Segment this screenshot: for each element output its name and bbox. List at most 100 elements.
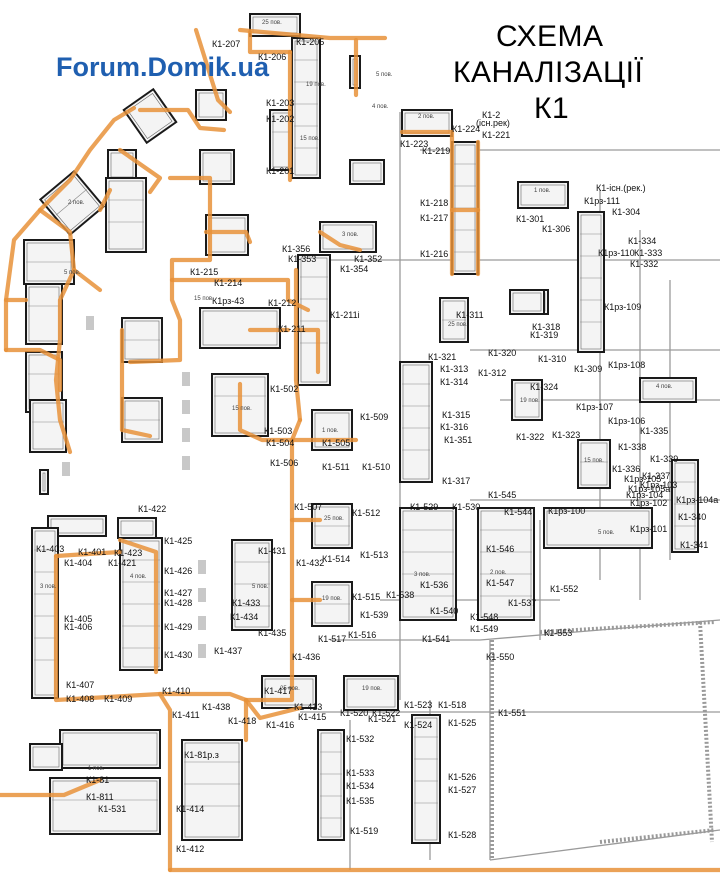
manhole-labels: К1-207К1-206К1-205К1-203К1-202К1-201К1-2… bbox=[36, 20, 718, 854]
building bbox=[311, 503, 353, 549]
sewer-line bbox=[293, 267, 303, 423]
building-storey-label: 25 пов. bbox=[280, 686, 300, 692]
building bbox=[517, 181, 569, 209]
manhole-label: К1рз-101 bbox=[630, 524, 667, 534]
building-inner bbox=[580, 214, 602, 350]
building-inner bbox=[108, 180, 144, 250]
building-inner bbox=[674, 462, 696, 550]
manhole-label: К1-223 bbox=[400, 139, 428, 149]
manhole-label: К1-548 bbox=[470, 612, 498, 622]
building-outline bbox=[509, 289, 545, 315]
manhole-label: К1-518 bbox=[438, 700, 466, 710]
manhole-label: К1-520 bbox=[340, 708, 368, 718]
building-storey-label: 1 пов. bbox=[322, 428, 339, 434]
manhole-label: К1-413 bbox=[294, 702, 322, 712]
manhole-label: К1-407 bbox=[66, 680, 94, 690]
parking-mark bbox=[198, 644, 206, 658]
building-outline bbox=[399, 361, 433, 483]
manhole-label: К1-321 bbox=[428, 352, 456, 362]
sewer-line bbox=[157, 691, 249, 703]
manhole-label: К1-553 bbox=[544, 628, 572, 638]
manhole-label: К1-549 bbox=[470, 624, 498, 634]
sewer-line bbox=[3, 105, 137, 353]
manhole-label: К1-527 bbox=[448, 785, 476, 795]
building-outline bbox=[349, 159, 385, 185]
building-section bbox=[55, 189, 87, 216]
manhole-label: К1-332 bbox=[630, 259, 658, 269]
building-outline bbox=[297, 254, 331, 386]
building-outline bbox=[511, 379, 543, 421]
manhole-label: К1рз-104 bbox=[626, 490, 663, 500]
manhole-label: К1-432 bbox=[296, 558, 324, 568]
manhole-label: К1-526 bbox=[448, 772, 476, 782]
sewer-line bbox=[203, 229, 253, 245]
building bbox=[317, 729, 345, 841]
building-storey-label: 15 пов. bbox=[232, 406, 252, 412]
building-outline bbox=[639, 377, 697, 403]
building-storey-label: 15 пов. bbox=[300, 136, 320, 142]
building bbox=[39, 469, 49, 495]
manhole-label: К1-414 bbox=[176, 804, 204, 814]
building-inner bbox=[127, 93, 173, 139]
building-inner bbox=[120, 520, 154, 536]
building bbox=[639, 377, 697, 403]
manhole-label: К1-218 bbox=[420, 198, 448, 208]
manhole-label: К1-540 bbox=[430, 606, 458, 616]
building-storey-label: 15 пов. bbox=[584, 458, 604, 464]
building-outline bbox=[205, 214, 249, 256]
existing-collector bbox=[698, 621, 714, 843]
manhole-label: К1-811 bbox=[86, 792, 114, 802]
manhole-label: К1-550 bbox=[486, 652, 514, 662]
manhole-label: К1-523 bbox=[404, 700, 432, 710]
manhole-label: К1-544 bbox=[504, 507, 532, 517]
manhole-label: К1-510 bbox=[362, 462, 390, 472]
manhole-label: К1-207 bbox=[212, 39, 240, 49]
building bbox=[105, 177, 147, 253]
sewer-line bbox=[0, 777, 103, 798]
building-outline bbox=[343, 675, 399, 711]
building-inner bbox=[42, 472, 46, 492]
building bbox=[205, 214, 249, 256]
manhole-label: К1-312 bbox=[478, 368, 506, 378]
manhole-label: К1рз-107 bbox=[576, 402, 613, 412]
manhole-label: К1-206 bbox=[258, 52, 286, 62]
building-outline bbox=[577, 211, 605, 353]
sewer-line bbox=[127, 277, 183, 365]
manhole-label: К1-340 bbox=[678, 512, 706, 522]
sewer-line bbox=[399, 129, 455, 277]
sewer-line bbox=[247, 29, 293, 55]
manhole-label: К1-301 bbox=[516, 214, 544, 224]
building bbox=[399, 507, 457, 621]
building-storey-label: 2 пов. bbox=[490, 570, 507, 576]
manhole-label: К1-545 bbox=[488, 490, 516, 500]
building-outline bbox=[29, 743, 63, 771]
manhole-label: К1-429 bbox=[164, 622, 192, 632]
building bbox=[439, 297, 469, 343]
manhole-label: К1-411 bbox=[172, 710, 200, 720]
building-storey-label: 3 пов. bbox=[342, 232, 359, 238]
sewer-line bbox=[243, 697, 303, 721]
building-outline bbox=[49, 777, 161, 835]
manhole-label: К1-314 bbox=[440, 377, 468, 387]
manhole-label: К1-433 bbox=[232, 598, 260, 608]
manhole-label: К1-356 bbox=[282, 244, 310, 254]
building-inner bbox=[402, 364, 430, 480]
manhole-label: К1-354 bbox=[340, 264, 368, 274]
manhole-label: К1-536 bbox=[420, 580, 448, 590]
manhole-label: К1-513 bbox=[360, 550, 388, 560]
manhole-label: К1-351 bbox=[444, 435, 472, 445]
building bbox=[543, 507, 653, 549]
manhole-label: К1-436 bbox=[292, 652, 320, 662]
manhole-label: К1-412 bbox=[176, 844, 204, 854]
sewer-line bbox=[3, 347, 63, 393]
sewer-line bbox=[53, 549, 123, 559]
building-storey-label: 25 пов. bbox=[262, 20, 282, 26]
manhole-label: К1-435 bbox=[258, 628, 286, 638]
building-inner bbox=[402, 510, 454, 618]
building bbox=[199, 307, 281, 349]
building-storey-label: 5 пов. bbox=[252, 584, 269, 590]
manhole-label: К1-533 bbox=[346, 768, 374, 778]
manhole-label: К1рз-106 bbox=[608, 416, 645, 426]
building bbox=[23, 239, 75, 285]
building-outline bbox=[107, 149, 137, 181]
